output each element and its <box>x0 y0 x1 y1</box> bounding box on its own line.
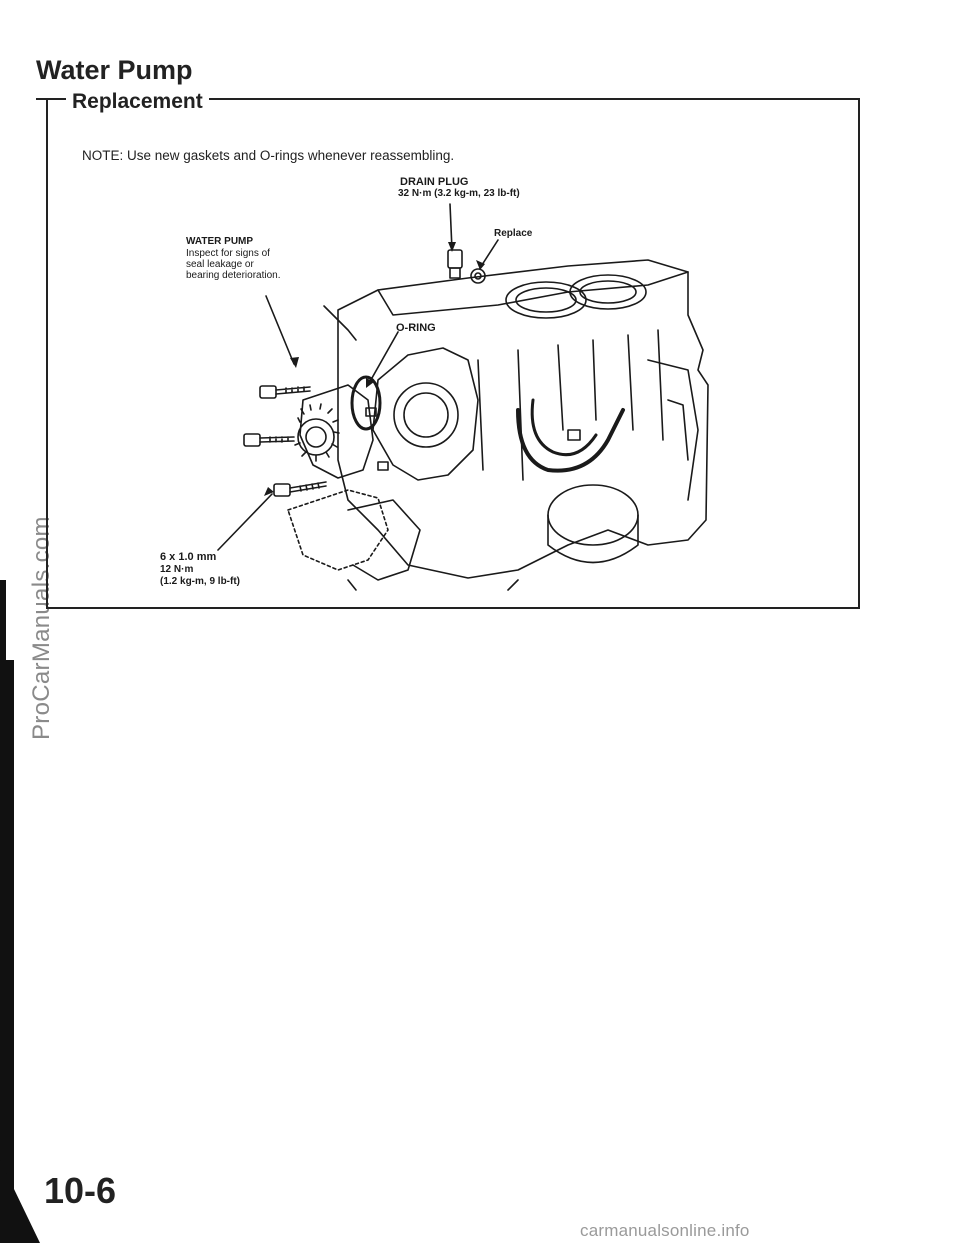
coolant-hose-2 <box>530 398 598 457</box>
engine-block-diagram <box>217 203 709 591</box>
oil-filter <box>547 484 639 564</box>
block-ribs <box>477 329 664 481</box>
timing-belt <box>287 489 389 571</box>
label-bolt-torque-nm: 12 N·m <box>160 564 194 575</box>
drain-plug-part <box>447 249 486 284</box>
label-water-pump-note: Inspect for signs of seal leakage or bea… <box>186 248 281 281</box>
cylinder-bore-1 <box>505 281 587 319</box>
leader-bolt <box>217 493 273 551</box>
page-number: 10-6 <box>44 1170 117 1211</box>
hose-clamp <box>567 429 581 441</box>
label-bolt-torque-alt: (1.2 kg-m, 9 lb-ft) <box>160 576 241 587</box>
water-pump-body <box>299 384 374 479</box>
section-frame <box>46 98 860 609</box>
label-water-pump-title: WATER PUMP <box>186 236 254 247</box>
label-o-ring: O-RING <box>396 322 436 334</box>
engine-block-top-deck <box>377 271 689 316</box>
binding-edge-taper <box>0 1160 40 1243</box>
pump-housing <box>372 347 479 481</box>
engine-block-outline <box>337 259 709 579</box>
label-drain-plug-title: DRAIN PLUG <box>400 176 469 188</box>
binding-edge-bar-upper <box>0 580 6 670</box>
page-title: Water Pump <box>36 55 193 85</box>
label-bolt-size: 6 x 1.0 mm <box>160 551 217 563</box>
pump-bolt-upper <box>259 385 311 399</box>
oil-pump-cover <box>347 499 421 581</box>
note-text: NOTE: Use new gaskets and O-rings whenev… <box>82 148 455 163</box>
section-title: Replacement <box>66 90 209 114</box>
pump-bolt-middle <box>243 433 295 447</box>
water-pump-pulley <box>297 418 335 456</box>
leader-water-pump <box>265 295 295 365</box>
dipstick <box>323 305 357 341</box>
frame-tick <box>36 98 46 100</box>
dowel-pin-2 <box>377 461 389 471</box>
coolant-hose-1 <box>516 408 625 473</box>
leader-o-ring <box>367 331 399 386</box>
label-replace: Replace <box>494 228 533 239</box>
binding-edge-bar <box>0 660 14 1243</box>
watermark-bottom: carmanualsonline.info <box>580 1221 750 1240</box>
o-ring-shape <box>350 375 382 431</box>
pump-bolt-lower <box>273 481 327 497</box>
pump-housing-bore <box>393 382 459 448</box>
dowel-pin-1 <box>365 407 377 417</box>
label-drain-plug-torque: 32 N·m (3.2 kg-m, 23 lb-ft) <box>398 188 520 199</box>
